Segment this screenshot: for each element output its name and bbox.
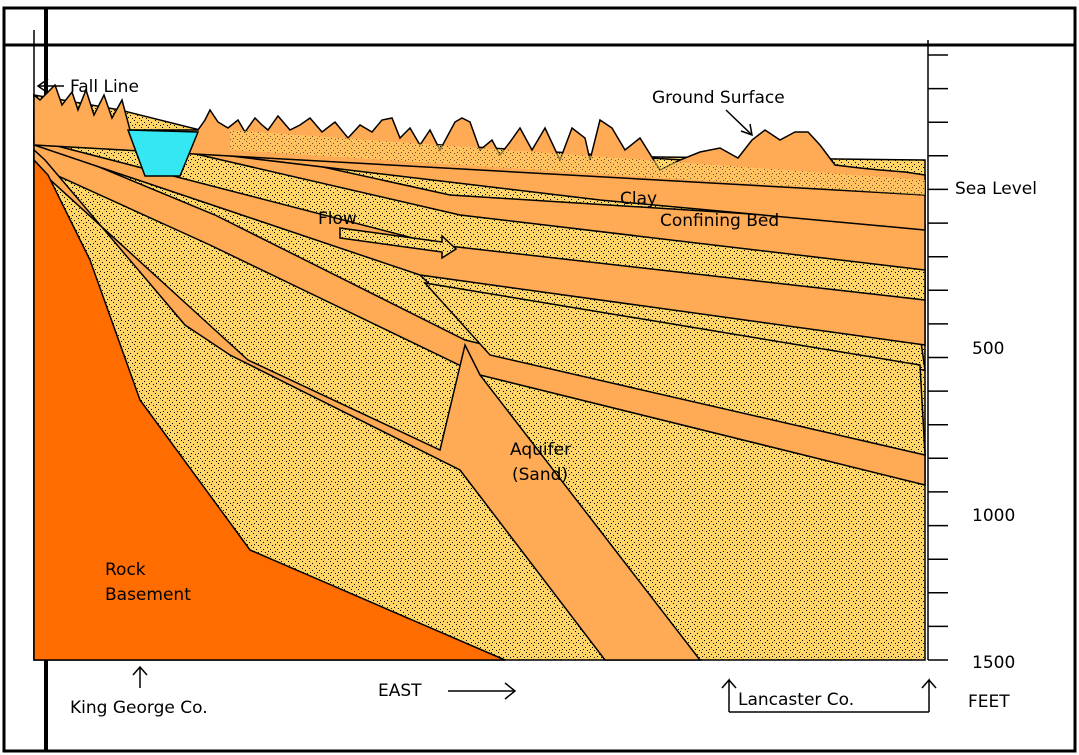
river-channel	[126, 129, 200, 177]
rock-label: Rock	[105, 560, 146, 580]
depth-tick-label-1500: 1500	[972, 653, 1015, 673]
ground-surface-arrow-shaft	[725, 109, 753, 136]
lancaster-right-arrow-icon	[921, 678, 937, 712]
lancaster-left-arrow-icon	[721, 678, 737, 712]
flow-label: Flow	[318, 209, 357, 229]
aquifer-sand-label: (Sand)	[512, 465, 568, 485]
aquifer-label: Aquifer	[510, 440, 571, 460]
depth-tick-label-500: 500	[972, 339, 1004, 359]
ground-surface-label: Ground Surface	[652, 88, 785, 108]
king-george-arrow-icon	[132, 665, 148, 676]
fall-line-label-group: Fall Line	[36, 77, 139, 97]
king-george-label-group: King George Co.	[70, 665, 208, 718]
upper-wedge-sand	[423, 281, 926, 456]
ground-surface-label-group: Ground Surface	[652, 88, 785, 137]
feet-unit-label: FEET	[968, 692, 1010, 712]
east-arrow-icon	[504, 682, 517, 700]
outer-frame	[2, 6, 1077, 753]
depth-scale	[927, 40, 948, 661]
clay-label: Clay	[620, 189, 657, 209]
king-george-label: King George Co.	[70, 698, 208, 718]
sea-level-label: Sea Level	[955, 179, 1037, 199]
ground-surface-sand	[230, 130, 925, 195]
lancaster-label-group: Lancaster Co.	[721, 678, 937, 713]
upper-aquifer-sand	[33, 117, 926, 301]
depth-ticks	[928, 54, 948, 661]
ground-surface-arrow-icon	[740, 123, 753, 137]
fall-line-arrow-icon	[36, 78, 49, 94]
lancaster-label: Lancaster Co.	[738, 690, 854, 710]
fall-line-label: Fall Line	[70, 77, 139, 97]
depth-tick-label-1000: 1000	[972, 506, 1015, 526]
confining-bed-label: Confining Bed	[660, 211, 779, 231]
diagonal-clay-band	[33, 148, 702, 661]
rock-basement	[33, 158, 506, 661]
east-label-group: EAST	[378, 681, 517, 701]
east-label: EAST	[378, 681, 422, 701]
basement-label: Basement	[105, 585, 191, 605]
flow-arrow-icon	[339, 227, 458, 260]
